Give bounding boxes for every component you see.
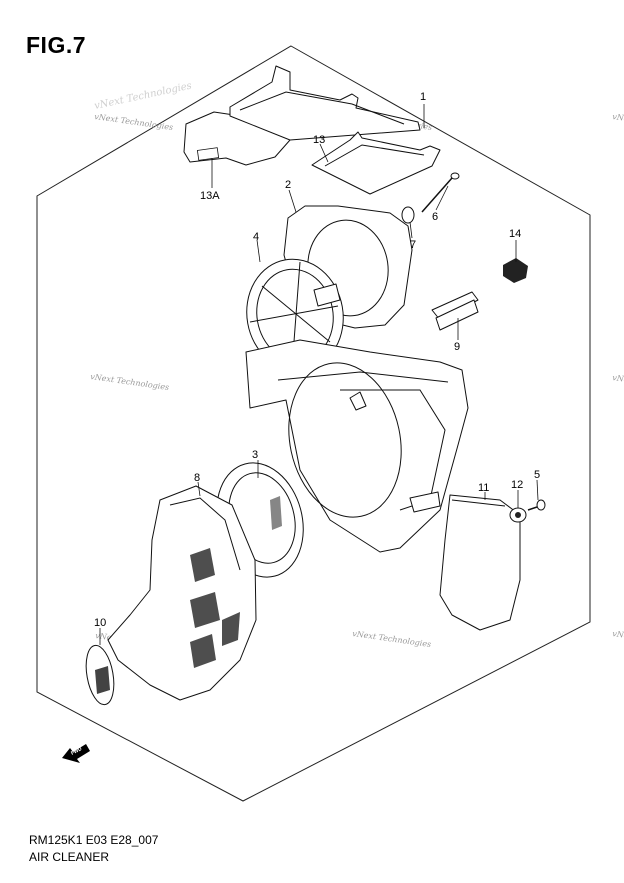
svg-text:vNe: vNe	[612, 373, 624, 384]
part-10-clamp	[85, 644, 115, 706]
callout-14: 14	[509, 228, 521, 240]
fwd-arrow-icon: FWD	[62, 744, 90, 763]
figure-title: FIG.7	[26, 32, 87, 58]
part-1-cover	[229, 65, 421, 141]
callout-9: 9	[454, 341, 460, 353]
boundary-hexagon	[36, 45, 591, 802]
callout-11: 11	[478, 482, 489, 494]
watermark-6: vNext Technologies	[352, 629, 432, 649]
callout-10: 10	[94, 617, 106, 629]
callout-6: 6	[432, 211, 438, 223]
callout-1: 1	[420, 91, 426, 103]
callout-12: 12	[511, 479, 523, 491]
part-8-intake-boot	[107, 485, 257, 701]
part-11-mud-flap	[439, 494, 521, 631]
part-9-strap	[431, 291, 479, 331]
callout-3: 3	[252, 449, 258, 461]
part-14-clip	[503, 258, 528, 283]
callout-2: 2	[285, 179, 291, 191]
callout-labels: 1 13 13A 2 6 7 4 14 9 3 8 11 12 5 10	[94, 91, 540, 629]
svg-text:vNe: vNe	[612, 629, 624, 640]
diagram-name: AIR CLEANER	[29, 850, 110, 864]
callout-8: 8	[194, 472, 200, 484]
svg-text:vNext Technologies: vNext Technologies	[93, 81, 192, 112]
callout-4: 4	[253, 231, 259, 243]
part-7-washer	[401, 206, 415, 224]
part-air-cleaner-housing	[245, 339, 469, 553]
callout-13: 13	[313, 134, 325, 146]
watermark-3: vNext Technologies	[90, 372, 170, 392]
callout-7: 7	[410, 239, 416, 251]
fwd-label: FWD	[70, 746, 83, 757]
part-13-filter-cover	[311, 131, 441, 195]
watermark-1: vNext Technologies	[94, 112, 174, 132]
callout-13a: 13A	[200, 190, 220, 202]
diagram-code: RM125K1 E03 E28_007	[29, 833, 159, 847]
callout-5: 5	[534, 469, 540, 481]
leader-lines	[99, 104, 539, 645]
svg-text:vNe: vNe	[612, 112, 624, 123]
part-12-nut	[509, 507, 527, 523]
part-6-bolt	[421, 172, 460, 213]
part-5-screw	[527, 499, 546, 511]
